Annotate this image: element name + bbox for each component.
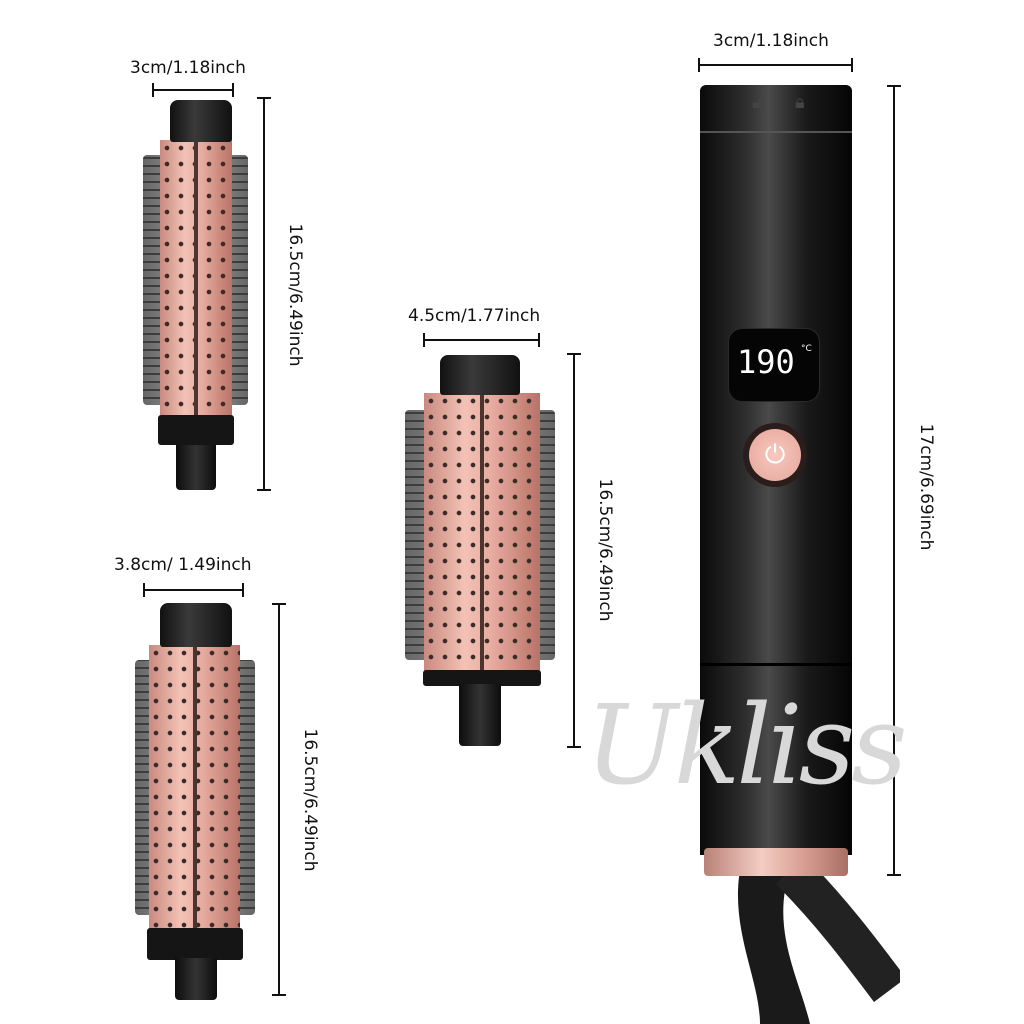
width-label: 3cm/1.18inch	[713, 31, 829, 51]
base-ring	[704, 848, 848, 876]
width-dimension-line	[152, 83, 234, 97]
width-dimension-line	[698, 58, 853, 72]
power-button[interactable]: ⏻	[743, 423, 807, 487]
width-dimension-line	[423, 333, 540, 347]
length-label: 16.5cm/6.49inch	[285, 223, 305, 367]
length-label: 17cm/6.69inch	[916, 423, 936, 551]
temperature-display: 190 °C	[728, 328, 820, 402]
length-label: 16.5cm/6.49inch	[300, 728, 320, 872]
length-dimension-line	[887, 85, 901, 876]
power-cord	[737, 870, 900, 1024]
length-dimension-line	[272, 603, 286, 996]
length-label: 16.5cm/6.49inch	[595, 478, 615, 622]
display-value: 190	[737, 343, 795, 381]
length-dimension-line	[257, 97, 271, 491]
length-dimension-line	[567, 353, 581, 748]
watermark: Ukliss	[585, 681, 908, 809]
width-label: 3cm/1.18inch	[130, 58, 246, 78]
power-icon: ⏻	[764, 439, 786, 470]
width-label: 3.8cm/ 1.49inch	[114, 555, 252, 575]
width-label: 4.5cm/1.77inch	[408, 306, 541, 326]
lock-icon: 🔒︎	[795, 92, 805, 113]
width-dimension-line	[143, 583, 244, 597]
display-unit: °C	[801, 344, 812, 354]
unlock-icon: 🔓︎	[752, 92, 764, 113]
